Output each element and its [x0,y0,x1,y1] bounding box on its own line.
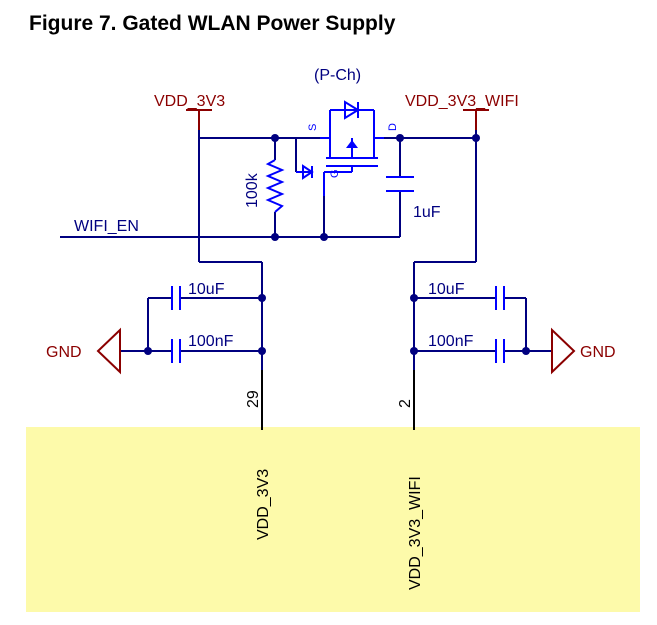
capacitor-1uf [386,176,414,192]
junction-dot [410,347,418,355]
junction-dot [144,347,152,355]
junction-dot [258,347,266,355]
top-wires [60,130,477,263]
cap-right-100nf-label: 100nF [428,333,474,350]
cap-1uf-label: 1uF [413,204,441,221]
module-block [26,427,640,612]
junction-dot [320,233,328,241]
cap-left-10uf-label: 10uF [188,281,225,298]
gnd-left-label: GND [46,344,82,361]
junction-dot [258,294,266,302]
junction-dot [410,294,418,302]
cap-right-10uf-label: 10uF [428,281,465,298]
wifi-en-label: WIFI_EN [74,218,139,235]
vdd-3v3-power-symbol [186,109,212,130]
mosfet-pin-g: G [329,169,341,178]
gnd-right-symbol [551,327,576,375]
module-vdd-3v3-label: VDD_3V3 [255,469,272,540]
resistor-value: 100k [244,172,261,208]
vdd-3v3-label: VDD_3V3 [154,93,225,110]
vdd-3v3-wifi-label: VDD_3V3_WIFI [405,93,519,110]
module-pin-29: 29 [245,390,262,408]
cap-left-100nf-label: 100nF [188,333,234,350]
junction-dot [271,134,279,142]
mosfet-pin-d: D [387,123,399,131]
junction-dot [522,347,530,355]
junction-dot [472,134,480,142]
pmos-transistor [296,100,384,196]
module-vdd-3v3-wifi-label: VDD_3V3_WIFI [407,476,424,590]
figure-title: Figure 7. Gated WLAN Power Supply [29,12,396,35]
vdd-3v3-wifi-power-symbol [463,109,489,130]
mosfet-pin-s: S [307,124,319,131]
gnd-left-symbol [96,327,121,375]
mosfet-type-label: (P-Ch) [314,67,361,84]
junction-dot [396,134,404,142]
gnd-right-label: GND [580,344,616,361]
junction-dot [271,233,279,241]
module-pin-2: 2 [397,399,414,408]
resistor-100k [265,159,285,213]
